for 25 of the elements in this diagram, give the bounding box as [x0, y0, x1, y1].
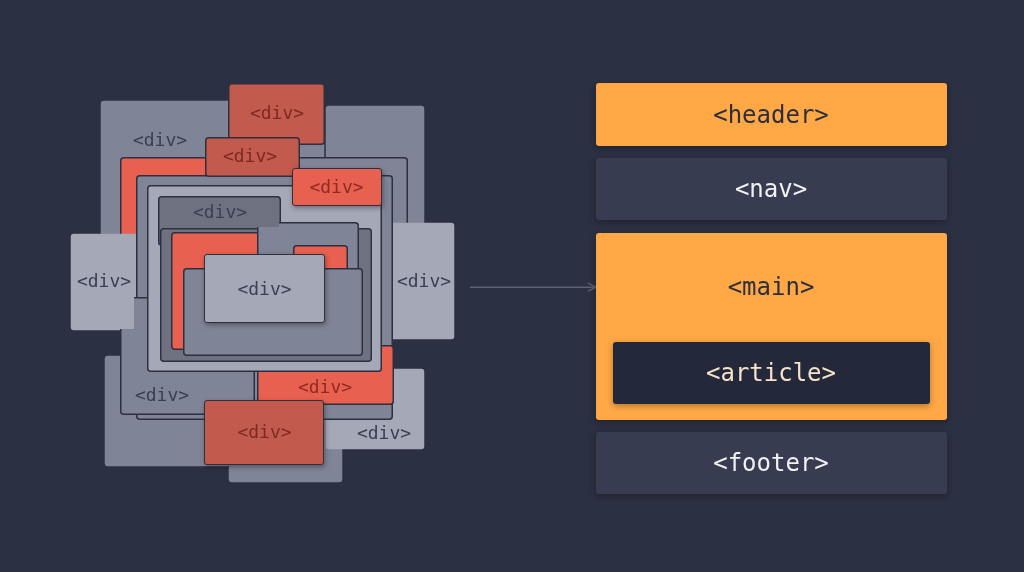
tag-label: <div>	[76, 272, 132, 290]
tag-label: <div>	[237, 422, 292, 441]
tag-label: <div>	[396, 272, 452, 290]
html-tag-block	[596, 432, 947, 494]
tag-label: <div>	[249, 104, 305, 122]
html-tag-block	[613, 342, 930, 404]
tag-label: <main>	[727, 275, 815, 299]
tag-label: <div>	[356, 424, 412, 442]
tag-label: <div>	[222, 147, 278, 165]
html-tag-block	[596, 233, 947, 420]
tag-label: <div>	[297, 378, 353, 396]
div-box	[204, 400, 324, 465]
html-tag-block	[596, 158, 947, 220]
tag-label: <div>	[132, 131, 188, 149]
tag-label: <div>	[134, 386, 190, 404]
tag-label: <div>	[237, 279, 292, 298]
tag-label: <article>	[706, 361, 836, 385]
html-tag-block	[596, 83, 947, 146]
arrow	[469, 282, 597, 292]
tag-label: <header>	[713, 103, 829, 127]
div-box	[204, 254, 325, 323]
div-box	[292, 168, 382, 206]
tag-label: <div>	[309, 177, 364, 196]
tag-label: <footer>	[713, 451, 829, 475]
tag-label: <nav>	[734, 177, 808, 201]
